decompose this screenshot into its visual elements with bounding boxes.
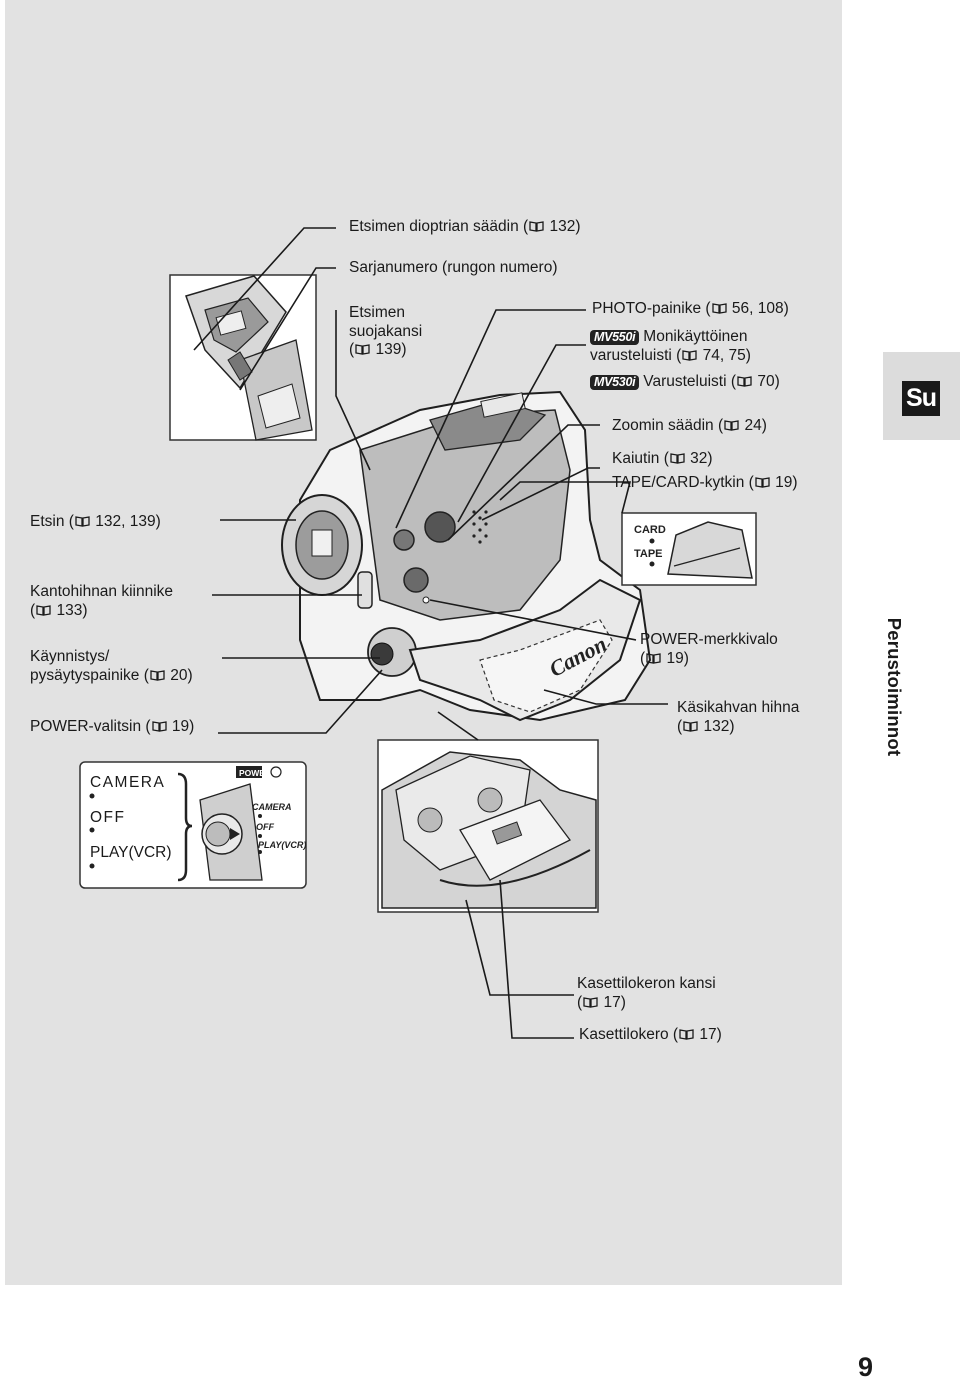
label-zoom-lever: Zoomin säädin ( 24) — [612, 417, 767, 434]
label-viewfinder-cover: Etsimen suojakansi ( 139) — [349, 304, 423, 358]
label-grip-belt: Käsikahvan hihna ( 132) — [677, 699, 800, 735]
dial-power-label: POWER — [239, 768, 271, 778]
label-viewfinder: Etsin ( 132, 139) — [30, 513, 161, 530]
book-icon — [583, 997, 598, 1008]
label-power-indicator: POWER-merkkivalo ( 19) — [640, 631, 778, 667]
book-icon — [670, 453, 685, 464]
cassette-compartment-inset — [377, 739, 599, 913]
label-strap-mount: Kantohihnan kiinnike ( 133) — [30, 583, 174, 619]
label-dioptric-adjuster: Etsimen dioptrian säädin ( 132) — [349, 218, 581, 235]
label-start-stop-button: Käynnistys/ pysäytyspainike ( 20) — [30, 648, 193, 684]
book-icon — [737, 376, 752, 387]
book-icon — [75, 516, 90, 527]
label-cassette-compartment: Kasettilokero ( 17) — [579, 1026, 722, 1043]
dial-option-off: OFF — [256, 822, 274, 832]
camcorder-body: Canon — [281, 390, 652, 722]
power-option-play-vcr: PLAY(VCR) — [90, 844, 172, 861]
book-icon — [755, 477, 770, 488]
mv550i-badge: MV550i — [590, 330, 640, 345]
dial-option-play: PLAY(VCR) — [258, 840, 306, 850]
power-option-camera: CAMERA — [90, 774, 166, 791]
label-serial-number: Sarjanumero (rungon numero) — [349, 259, 558, 276]
label-cassette-cover: Kasettilokeron kansi ( 17) — [577, 975, 716, 1011]
dial-option-camera: CAMERA — [252, 802, 292, 812]
switch-card-label: CARD — [634, 524, 666, 536]
power-switch-inset: POWER CAMERA OFF PLAY(VCR) — [79, 761, 307, 889]
language-code: Su — [902, 381, 940, 416]
label-power-switch: POWER-valitsin ( 19) — [30, 718, 195, 735]
label-photo-button: PHOTO-painike ( 56, 108) — [592, 300, 789, 317]
book-icon — [529, 221, 544, 232]
book-icon — [712, 303, 727, 314]
tape-card-switch-inset: CARD TAPE — [621, 512, 757, 586]
book-icon — [646, 653, 661, 664]
section-heading: Perustoiminnot — [884, 617, 905, 757]
viewfinder-closeup-inset — [169, 274, 317, 441]
book-icon — [724, 420, 739, 431]
book-icon — [36, 605, 51, 616]
power-option-off: OFF — [90, 809, 126, 826]
page-number: 9 — [858, 1352, 874, 1382]
book-icon — [355, 344, 370, 355]
book-icon — [682, 350, 697, 361]
book-icon — [679, 1029, 694, 1040]
callout-lines — [193, 227, 668, 1039]
switch-tape-label: TAPE — [634, 548, 663, 560]
label-tape-card-switch: TAPE/CARD-kytkin ( 19) — [612, 474, 798, 491]
book-icon — [152, 721, 167, 732]
label-speaker: Kaiutin ( 32) — [612, 450, 713, 467]
book-icon — [150, 670, 165, 681]
mv530i-badge: MV530i — [590, 375, 640, 390]
book-icon — [683, 721, 698, 732]
